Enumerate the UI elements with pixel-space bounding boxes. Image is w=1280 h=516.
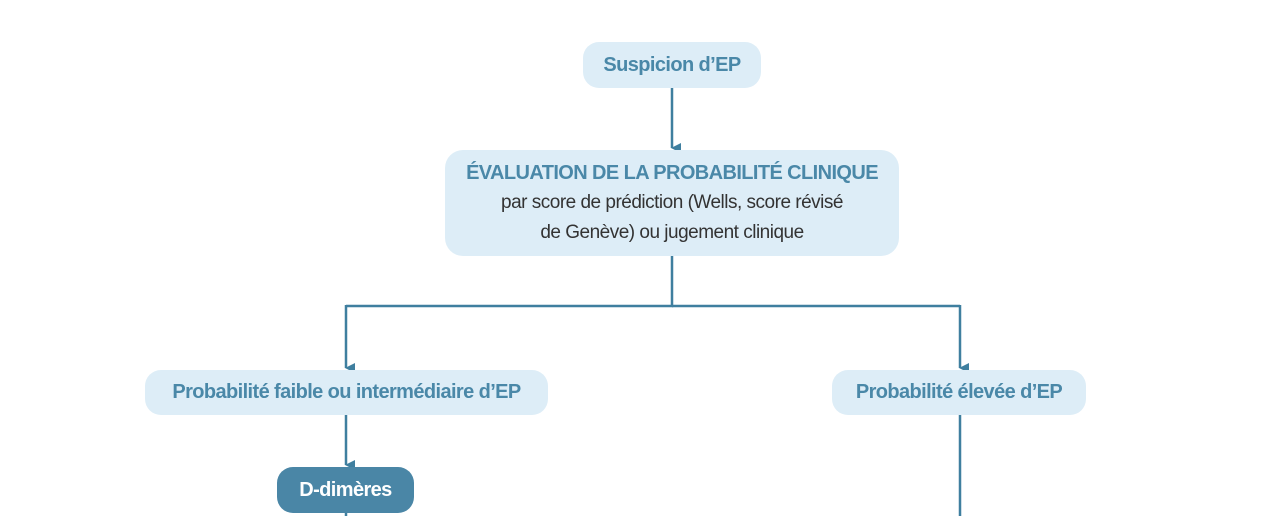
node-high-probability-label: Probabilité élevée d’EP <box>855 381 1063 403</box>
node-suspicion: Suspicion d’EP <box>583 42 761 88</box>
node-high-probability: Probabilité élevée d’EP <box>832 370 1086 415</box>
node-suspicion-label: Suspicion d’EP <box>603 53 741 76</box>
node-evaluation: ÉVALUATION DE LA PROBABILITÉ CLINIQUE pa… <box>445 150 899 256</box>
evaluation-line-2: de Genève) ou jugement clinique <box>540 222 804 243</box>
node-low-probability: Probabilité faible ou intermédiaire d’EP <box>145 370 548 415</box>
evaluation-title: ÉVALUATION DE LA PROBABILITÉ CLINIQUE <box>466 162 878 184</box>
node-d-dimers: D-dimères <box>277 467 414 513</box>
evaluation-line-1: par score de prédiction (Wells, score ré… <box>501 192 843 213</box>
branch-connector <box>346 256 674 308</box>
node-d-dimers-label: D-dimères <box>299 478 392 501</box>
node-low-probability-label: Probabilité faible ou intermédiaire d’EP <box>172 381 521 403</box>
